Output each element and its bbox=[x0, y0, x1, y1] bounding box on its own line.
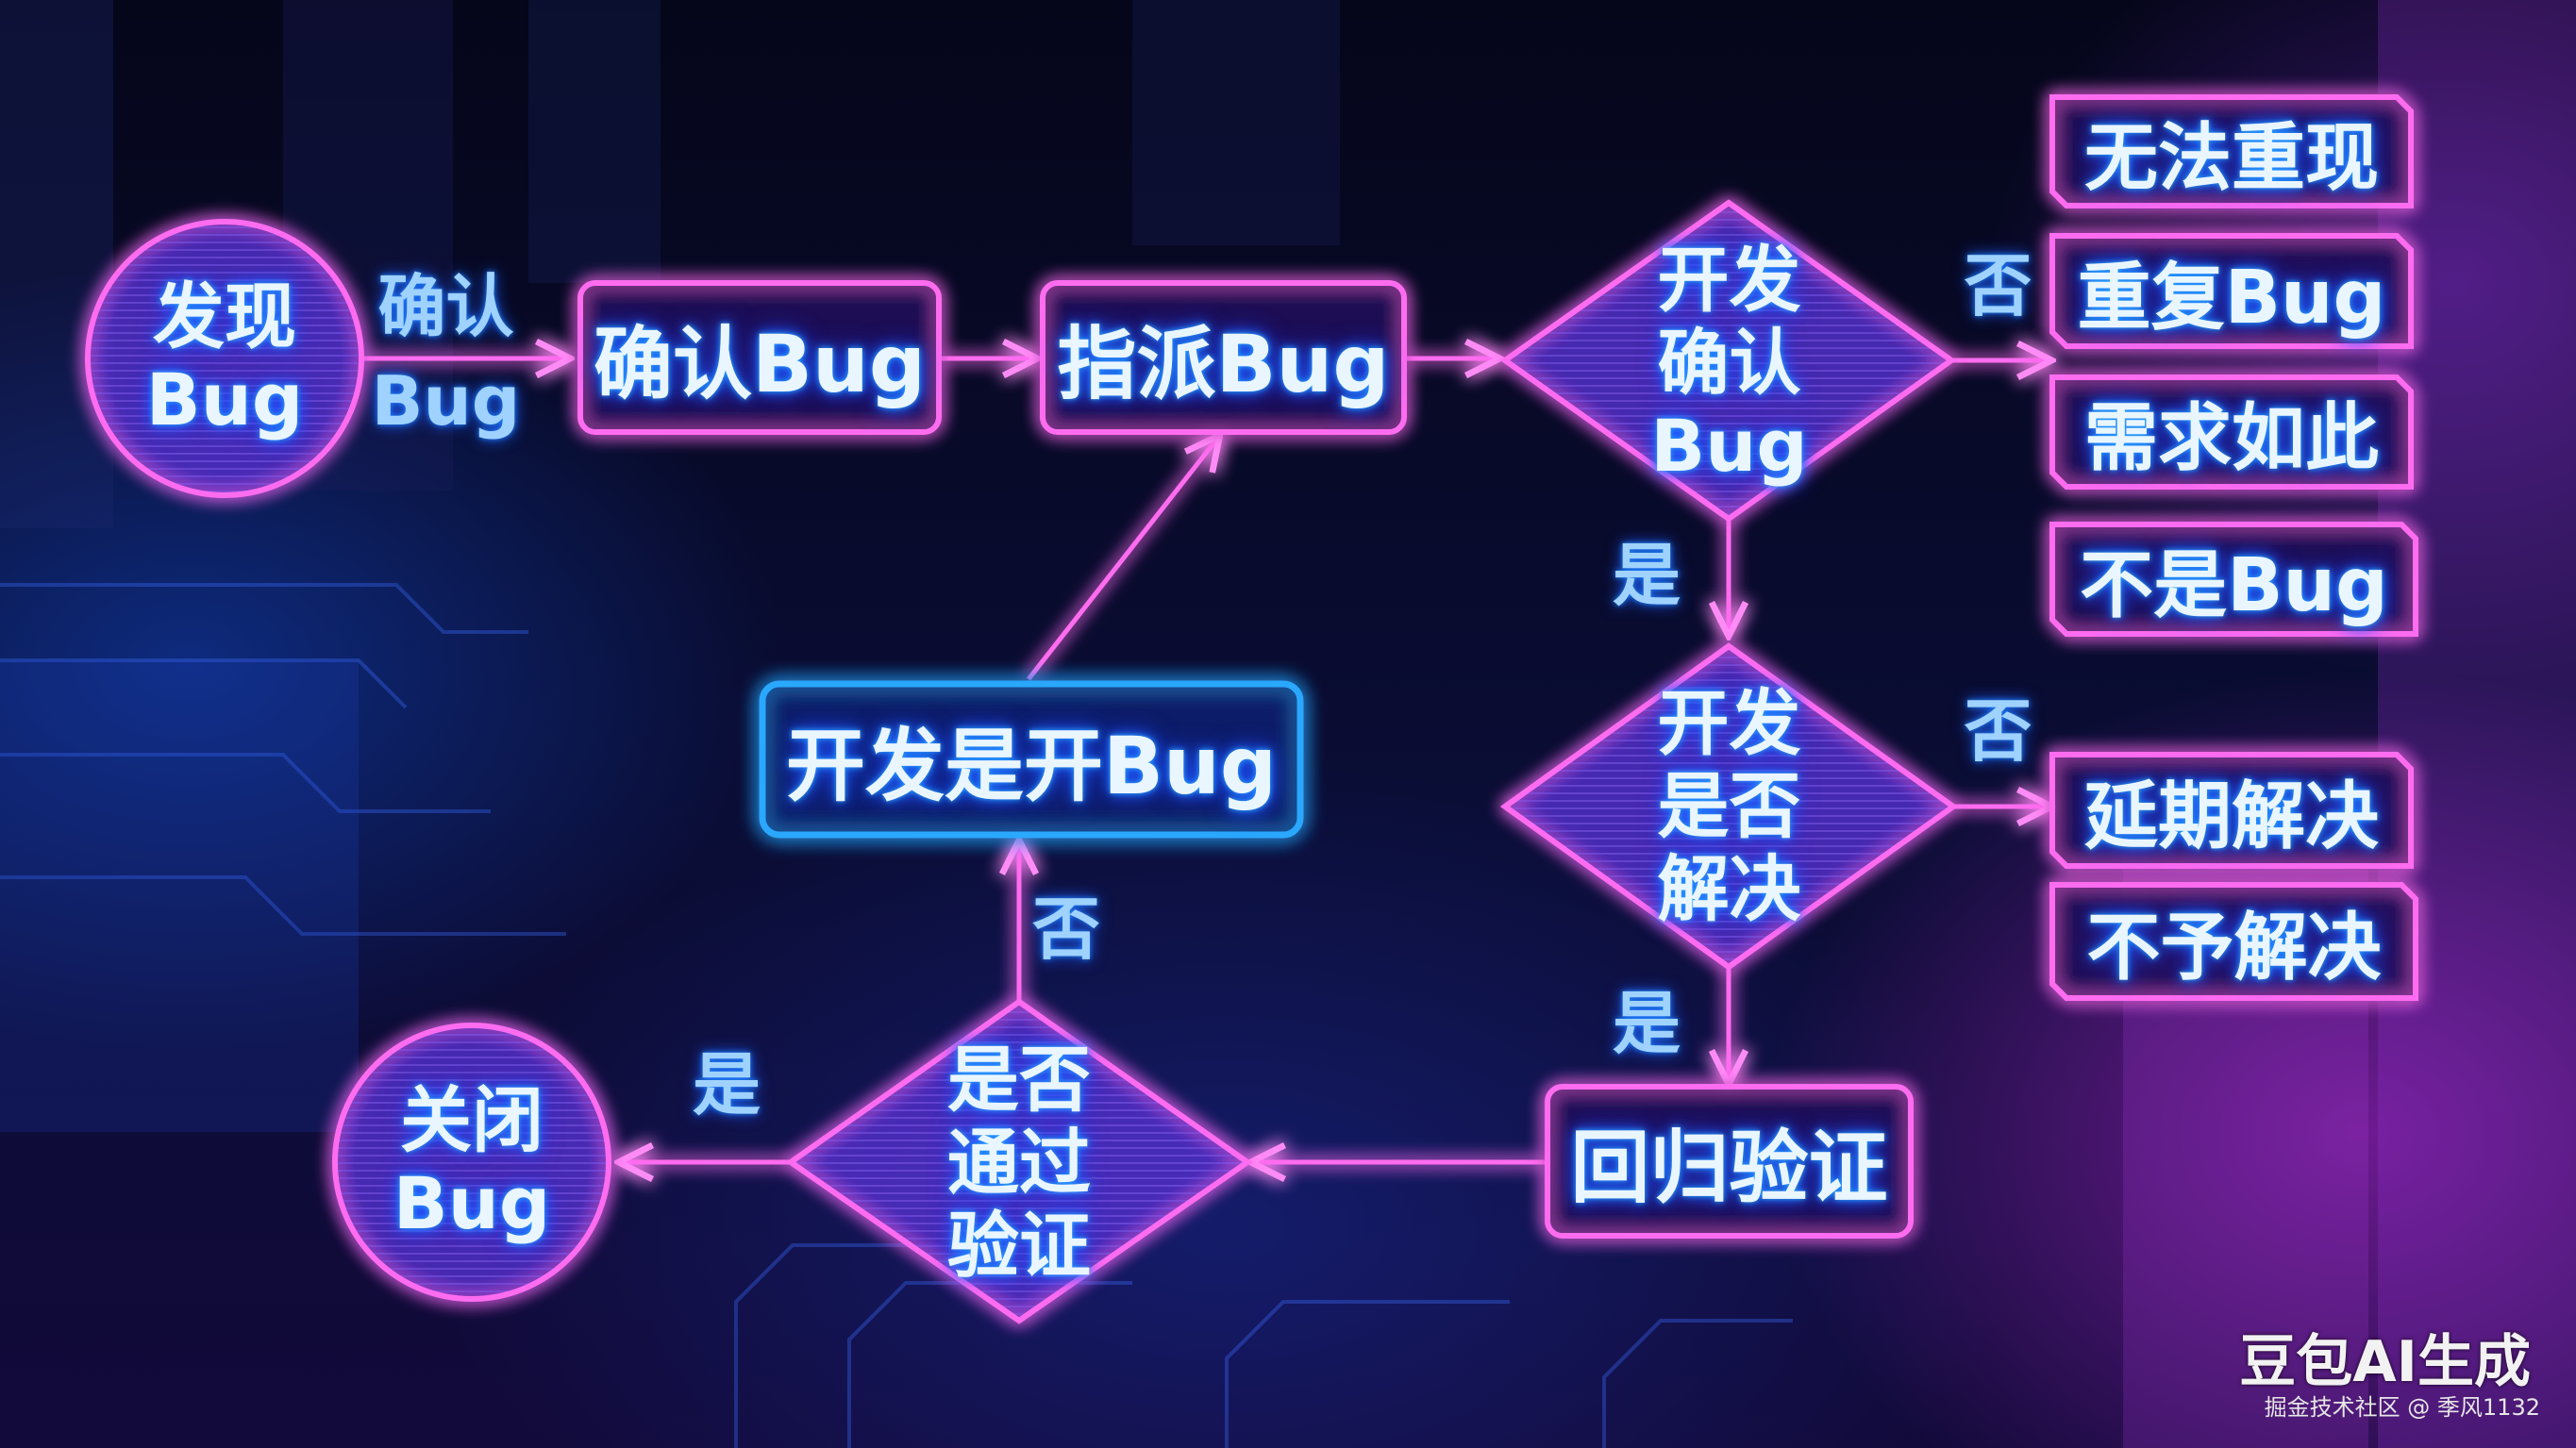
cannot-reproduce-label: 无法重现 bbox=[2083, 115, 2379, 201]
close-bug-label: 关闭 Bug bbox=[393, 1078, 551, 1245]
discover-bug-circle bbox=[85, 219, 364, 498]
circle-shapes bbox=[85, 219, 611, 1302]
close-bug-circle bbox=[332, 1023, 611, 1302]
edge-label-confirm: 确认 Bug bbox=[371, 267, 521, 441]
wont-fix-label: 不予解决 bbox=[2086, 906, 2382, 990]
duplicate-bug-label: 重复Bug bbox=[2077, 255, 2386, 341]
dev-confirm-diamond bbox=[1499, 199, 1957, 523]
passed-verify-label: 是否 通过 验证 bbox=[947, 1037, 1091, 1288]
wont-fix-box bbox=[2049, 882, 2418, 1001]
cannot-reproduce-box bbox=[2049, 94, 2414, 208]
edge-label-yes-dev-resolved: 是 bbox=[1612, 984, 1681, 1063]
assign-bug-label: 指派Bug bbox=[1057, 317, 1390, 410]
dev-resolved-label: 开发 是否 解决 bbox=[1657, 681, 1801, 931]
not-a-bug-box bbox=[2049, 522, 2418, 637]
edge-label-no-passed-verify: 否 bbox=[1031, 890, 1100, 969]
duplicate-bug-box bbox=[2049, 233, 2414, 349]
regression-verify-label: 回归验证 bbox=[1570, 1121, 1888, 1214]
regression-verify-box bbox=[1545, 1084, 1914, 1239]
not-a-bug-label: 不是Bug bbox=[2080, 543, 2388, 628]
dev-reopen-bug-label: 开发是开Bug bbox=[786, 719, 1277, 812]
by-design-label: 需求如此 bbox=[2083, 396, 2379, 481]
confirm-bug-label: 确认Bug bbox=[594, 317, 926, 410]
dev-confirm-bug-label: 开发 确认 Bug bbox=[1650, 238, 1808, 488]
passed-verify-diamond bbox=[785, 998, 1253, 1324]
deferred-box bbox=[2049, 752, 2414, 869]
dev-reopen-box bbox=[759, 680, 1304, 839]
edge-label-yes-passed-verify: 是 bbox=[692, 1045, 761, 1124]
pink-box-shapes bbox=[577, 94, 2418, 1239]
deferred-label: 延期解决 bbox=[2083, 774, 2379, 859]
blue-box-shapes bbox=[759, 680, 1304, 839]
diamond-shapes bbox=[785, 199, 1959, 1324]
background-circuit-lines bbox=[0, 583, 1793, 1448]
edge-label-yes-dev-confirm: 是 bbox=[1612, 536, 1681, 615]
assign-bug-box bbox=[1040, 280, 1407, 435]
by-design-box bbox=[2049, 374, 2414, 490]
arrow-reopen-to-assign bbox=[1027, 439, 1217, 681]
connector-lines bbox=[363, 358, 2048, 1162]
watermark-logo-text: 豆包AI生成 bbox=[2239, 1329, 2531, 1395]
confirm-bug-box bbox=[577, 280, 942, 435]
discover-bug-label: 发现 Bug bbox=[145, 275, 304, 441]
edge-label-no-dev-confirm: 否 bbox=[1964, 245, 2032, 325]
dev-resolved-diamond bbox=[1499, 642, 1959, 971]
watermark-credit: 掘金技术社区 @ 季风1132 bbox=[2264, 1394, 2540, 1421]
edge-label-no-dev-resolved: 否 bbox=[1964, 691, 2032, 771]
